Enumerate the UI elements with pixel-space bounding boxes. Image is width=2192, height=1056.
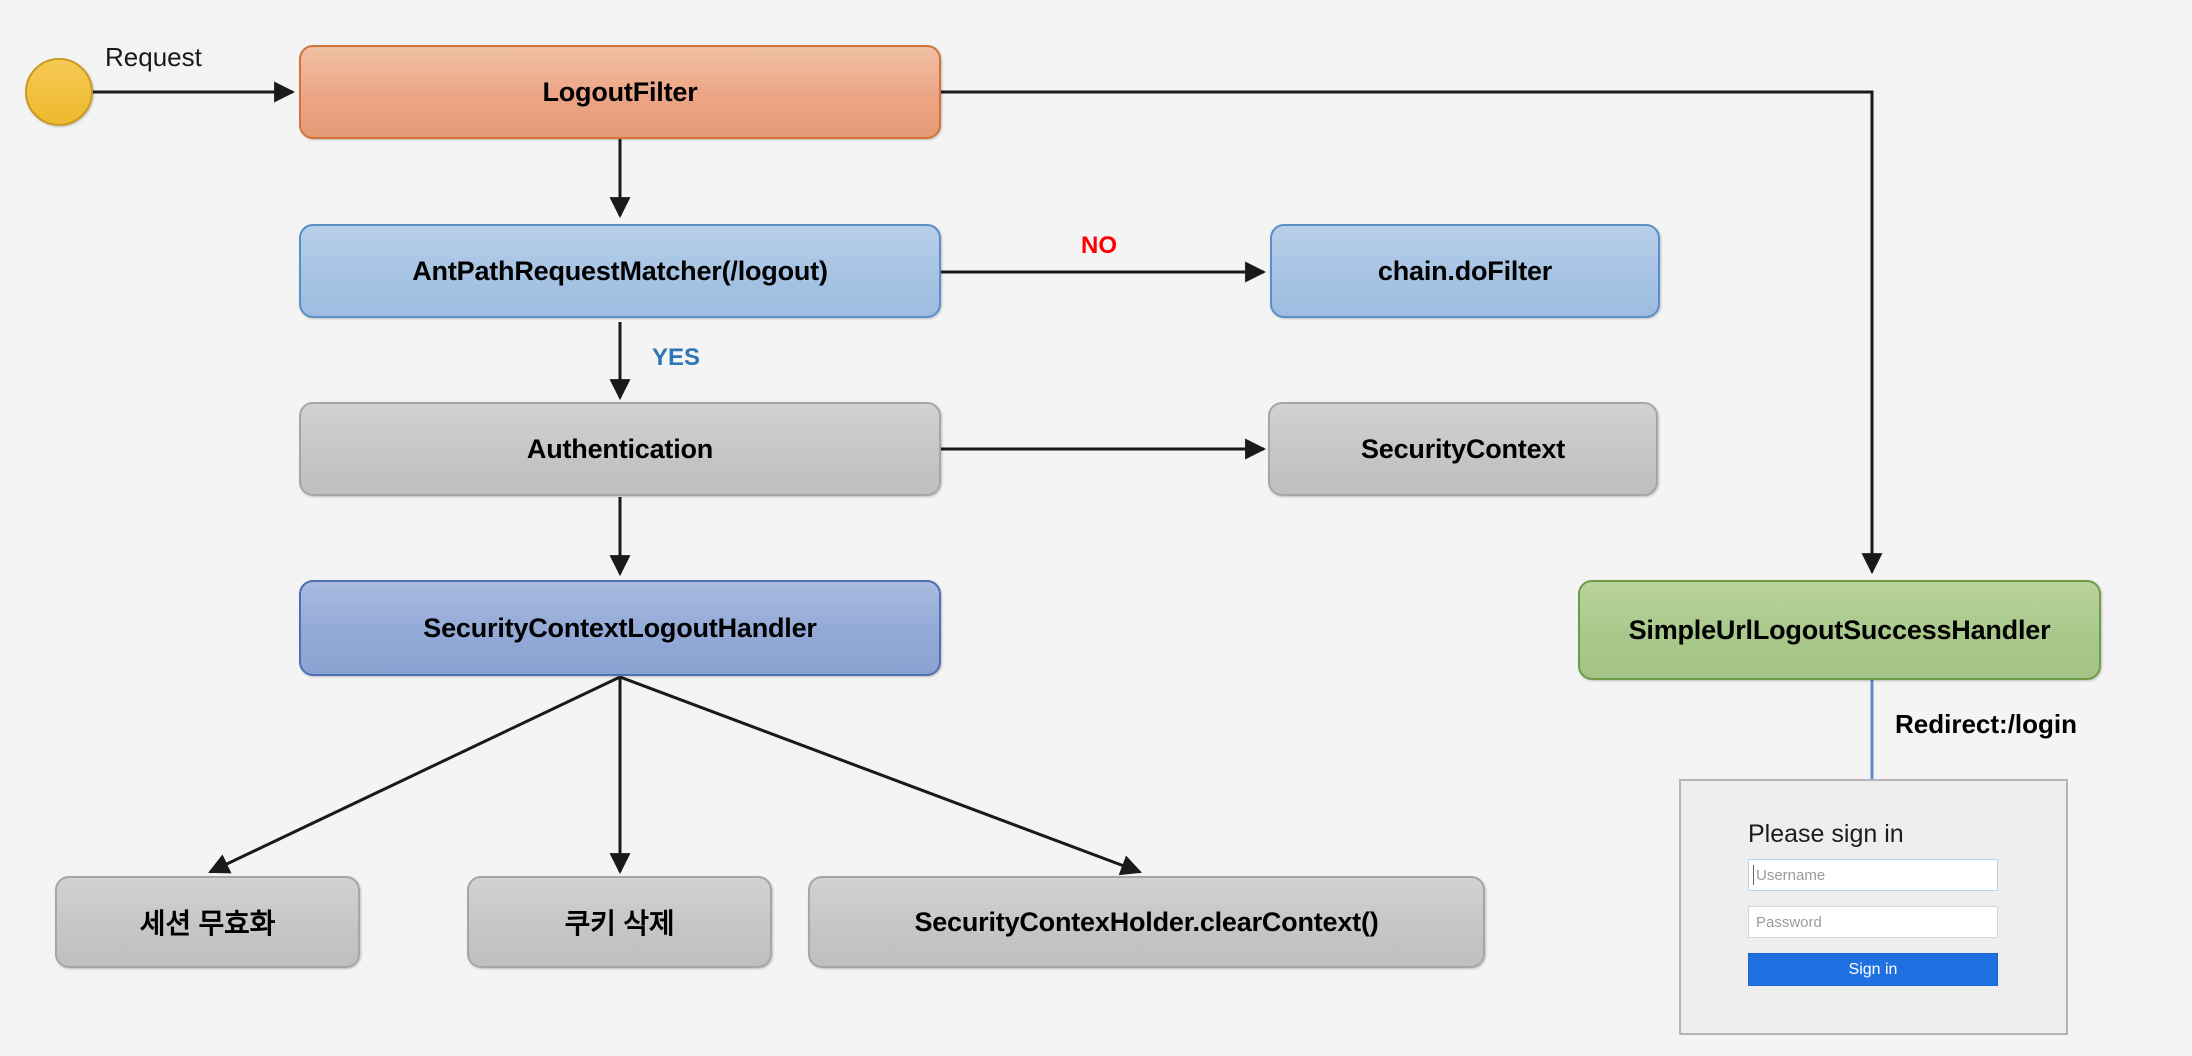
edge-label-no: NO	[1081, 232, 1117, 259]
edge-logoutfilter-to-successhandler	[941, 90, 1883, 575]
username-input[interactable]: Username	[1748, 859, 1998, 891]
sign-in-button[interactable]: Sign in	[1748, 953, 1998, 986]
node-session-invalidate[interactable]: 세션 무효화	[55, 876, 360, 968]
text-caret	[1753, 865, 1754, 885]
edge-label-request: Request	[105, 42, 202, 72]
edge-label-redirect: Redirect:/login	[1895, 709, 2078, 739]
edge-logouthandler-to-session-invalidate	[208, 675, 621, 874]
username-placeholder: Username	[1756, 866, 1826, 884]
edge-label-yes: YES	[652, 344, 701, 371]
node-security-context-logout-handler[interactable]: SecurityContextLogoutHandler	[299, 580, 941, 676]
login-card-title: Please sign in	[1748, 820, 1904, 848]
node-cookie-delete[interactable]: 쿠키 삭제	[467, 876, 772, 968]
node-security-context[interactable]: SecurityContext	[1268, 402, 1658, 496]
node-simple-url-logout-success-handler[interactable]: SimpleUrlLogoutSuccessHandler	[1578, 580, 2101, 680]
node-antpath-request-matcher[interactable]: AntPathRequestMatcher(/logout)	[299, 224, 941, 318]
node-clear-context[interactable]: SecurityContexHolder.clearContext()	[808, 876, 1485, 968]
node-authentication[interactable]: Authentication	[299, 402, 941, 496]
edge-logouthandler-to-clear-context	[619, 675, 1142, 876]
node-chain-dofilter[interactable]: chain.doFilter	[1270, 224, 1660, 318]
node-logout-filter[interactable]: LogoutFilter	[299, 45, 941, 139]
password-placeholder: Password	[1756, 913, 1822, 931]
start-node	[25, 58, 93, 126]
password-input[interactable]: Password	[1748, 906, 1998, 938]
